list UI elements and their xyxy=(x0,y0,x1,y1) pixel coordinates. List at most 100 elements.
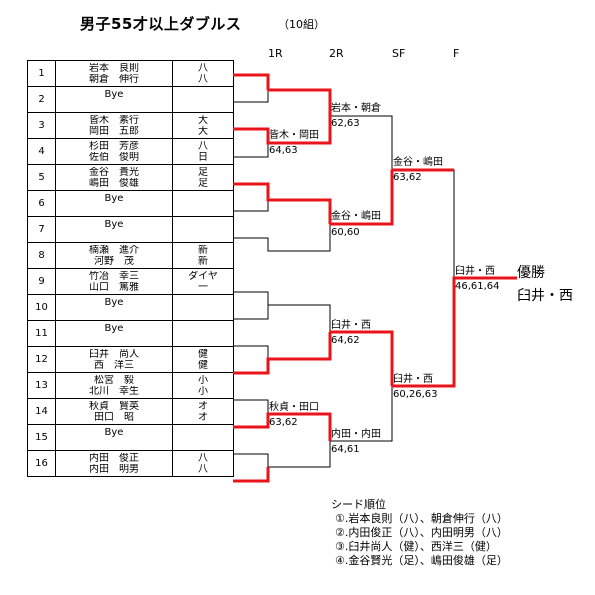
club-codes: 八八 xyxy=(172,450,234,477)
result-f-score: 46,61,64 xyxy=(455,281,500,292)
round-1r: 1R xyxy=(268,47,283,60)
club-1: 小 xyxy=(198,374,208,386)
club-2: 日 xyxy=(198,151,208,163)
bracket-f-upper xyxy=(392,169,455,278)
seed-item-2: ②.内田俊正（八）、内田明男（八） xyxy=(335,526,508,539)
bracket-2r-7-8-upper xyxy=(233,224,331,252)
seed-title: シード順位 xyxy=(331,498,386,511)
bracket-2r-15-16-upper xyxy=(233,441,331,468)
draw-number: 1 xyxy=(27,60,56,87)
player-1: 皆木 素行 xyxy=(89,114,139,126)
champion-name: 臼井・西 xyxy=(517,288,573,304)
round-2r: 2R xyxy=(329,47,344,60)
club-2: オ xyxy=(198,411,208,423)
bracket-1r-13-14-upper xyxy=(233,399,269,414)
player-2: 岡田 五郎 xyxy=(89,125,139,137)
player-1: 岩本 良則 xyxy=(89,62,139,74)
player-2: 田口 昭 xyxy=(94,411,134,423)
page-title: 男子55才以上ダブルス xyxy=(80,15,242,33)
club-1: 八 xyxy=(198,62,208,74)
bracket-sf-upper xyxy=(330,115,393,170)
player-1: 内田 俊正 xyxy=(89,452,139,464)
result-sf-b-winner: 臼井・西 xyxy=(393,374,433,385)
result-2r-b-winner: 金谷・嶋田 xyxy=(331,211,381,222)
win-5-2r xyxy=(330,170,394,226)
draw-number: 11 xyxy=(27,320,56,347)
result-2r-c-score: 64,62 xyxy=(331,335,360,346)
bracket-2r-1-2-lower xyxy=(233,89,331,116)
bracket-1r-3-4-lower xyxy=(233,143,269,158)
seed-item-1: ①.岩本良則（八）、朝倉伸行（八） xyxy=(335,512,508,525)
bracket-2r-11-12-upper xyxy=(233,345,269,359)
result-2r-a-winner: 岩本・朝倉 xyxy=(331,103,381,114)
result-1r-a-score: 64,63 xyxy=(269,145,298,156)
result-2r-b-score: 60,60 xyxy=(331,227,360,238)
player-1: 杉田 芳彦 xyxy=(89,140,139,152)
club-1: 八 xyxy=(198,140,208,152)
club-2: 一 xyxy=(198,281,208,293)
champion-label: 優勝 xyxy=(517,265,545,281)
player-1: Bye xyxy=(104,322,124,334)
club-codes: ダイヤ一 xyxy=(172,268,234,295)
player-1: 松宮 毅 xyxy=(94,374,134,386)
win-12-2r xyxy=(330,330,394,386)
player-1: 秋貞 賢英 xyxy=(89,400,139,412)
club-2: 小 xyxy=(198,385,208,397)
player-names: 内田 俊正内田 明男 xyxy=(55,450,173,477)
round-f: F xyxy=(453,47,460,60)
player-1: Bye xyxy=(104,426,124,438)
club-2: 八 xyxy=(198,463,208,475)
win-5-1r xyxy=(233,182,332,224)
club-2: 足 xyxy=(198,177,208,189)
round-sf: SF xyxy=(392,47,406,60)
win-12-1r xyxy=(233,332,332,375)
club-1: オ xyxy=(198,400,208,412)
player-2: 西 洋三 xyxy=(94,359,134,371)
player-2: 河野 茂 xyxy=(94,255,134,267)
club-2: 八 xyxy=(198,73,208,85)
player-1: Bye xyxy=(104,88,124,100)
club-1: 大 xyxy=(198,114,208,126)
result-2r-a-score: 62,63 xyxy=(331,118,360,129)
result-2r-d-score: 64,61 xyxy=(331,444,360,455)
result-1r-a-winner: 皆木・岡田 xyxy=(269,130,319,141)
player-names: 竹冶 幸三山口 篤雅 xyxy=(55,268,173,295)
result-sf-a-score: 63,62 xyxy=(393,172,422,183)
club-2: 大 xyxy=(198,125,208,137)
player-1: 金谷 貴光 xyxy=(89,166,139,178)
club-2: 健 xyxy=(198,359,208,371)
player-1: 竹冶 幸三 xyxy=(89,270,139,282)
club-2: 新 xyxy=(198,255,208,267)
club-codes: 八日 xyxy=(172,138,234,165)
win-3-1r xyxy=(233,116,332,145)
player-1: 臼井 尚人 xyxy=(89,348,139,360)
win-12-sf xyxy=(392,276,517,388)
seed-item-4: ④.金谷賢光（足）、嶋田俊雄（足） xyxy=(335,554,508,567)
club-codes xyxy=(172,190,234,217)
group-count: （10組） xyxy=(278,18,325,31)
player-names: 皆木 素行岡田 五郎 xyxy=(55,112,173,139)
draw-number: 2 xyxy=(27,86,56,113)
win-1-2r xyxy=(268,88,332,116)
result-sf-a-winner: 金谷・嶋田 xyxy=(393,157,443,168)
player-2: 山口 篤雅 xyxy=(89,281,139,293)
win-1-1r xyxy=(233,73,270,90)
club-codes: 八八 xyxy=(172,60,234,87)
player-1: Bye xyxy=(104,218,124,230)
player-1: 楠瀬 進介 xyxy=(89,244,139,256)
result-2r-d-winner: 内田・内田 xyxy=(331,429,381,440)
draw-number: 5 xyxy=(27,164,56,191)
player-names: 楠瀬 進介河野 茂 xyxy=(55,242,173,269)
club-codes xyxy=(172,216,234,243)
player-names: 松宮 毅北川 幸生 xyxy=(55,372,173,399)
club-1: 新 xyxy=(198,244,208,256)
draw-number: 12 xyxy=(27,346,56,373)
